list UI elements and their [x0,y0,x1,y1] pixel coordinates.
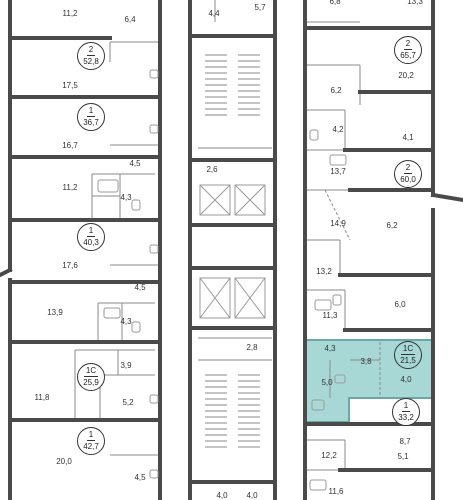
room-area-label: 14,9 [330,219,346,228]
room-area-label: 11,3 [322,311,338,320]
room-area-label: 5,2 [122,398,134,407]
room-area-label: 11,2 [62,9,78,18]
room-area-label: 2,8 [246,343,258,352]
room-area-label: 4,5 [134,283,146,292]
room-area-label: 20,2 [398,71,414,80]
apartment-area: 52,8 [83,57,99,66]
room-area-label: 5,0 [321,378,333,387]
room-area-label: 17,5 [62,81,78,90]
room-area-label: 20,0 [56,457,72,466]
room-area-label: 4,0 [400,375,412,384]
apartment-rooms: 2 [403,163,413,174]
room-area-label: 6,0 [394,300,406,309]
room-area-label: 11,6 [328,487,344,496]
room-area-label: 11,2 [62,183,78,192]
apartment-area: 65,7 [400,51,416,60]
apartment-area: 25,9 [83,378,99,387]
apartment-rooms: 1 [401,401,411,412]
interior-walls [74,0,381,471]
room-area-label: 4,0 [246,491,258,500]
apartment-rooms: 2 [403,39,413,50]
room-area-label: 4,5 [129,159,141,168]
room-area-label: 4,5 [134,473,146,482]
room-area-label: 16,7 [62,141,78,150]
room-area-label: 13,2 [316,267,332,276]
room-area-label: 11,8 [34,393,50,402]
room-area-label: 17,6 [62,261,78,270]
room-area-label: 13,3 [407,0,423,6]
apartment-rooms: 1С [400,344,416,355]
apartment-rooms: 1 [86,430,96,441]
apartment-area: 40,3 [83,238,99,247]
room-area-label: 4,0 [216,491,228,500]
room-area-label: 4,3 [324,344,336,353]
room-area-label: 4,3 [120,317,132,326]
apartment-rooms: 1 [86,106,96,117]
room-area-label: 13,7 [330,167,346,176]
room-area-label: 3,9 [120,361,132,370]
room-area-label: 4,3 [120,193,132,202]
apartment-area: 33,2 [398,413,414,422]
apartment-rooms: 2 [86,45,96,56]
room-area-label: 13,9 [47,308,63,317]
room-area-label: 5,1 [397,452,409,461]
room-area-label: 4,4 [208,9,220,18]
stairwells [205,54,260,448]
room-area-label: 6,8 [329,0,341,6]
room-area-label: 6,2 [386,221,398,230]
room-area-label: 4,2 [332,125,344,134]
plumbing-fixtures [97,69,347,491]
room-area-label: 6,4 [124,15,136,24]
room-area-label: 8,7 [399,437,411,446]
room-area-label: 2,6 [206,165,218,174]
apartment-area: 60,0 [400,175,416,184]
apartment-area: 21,5 [400,356,416,365]
room-area-label: 12,2 [321,451,337,460]
room-area-label: 6,2 [330,86,342,95]
apartment-rooms: 1 [86,226,96,237]
apartment-area: 36,7 [83,118,99,127]
room-area-label: 3,8 [360,357,372,366]
apartment-area: 42,7 [83,442,99,451]
room-area-label: 5,7 [254,3,266,12]
room-area-label: 4,1 [402,133,414,142]
apartment-rooms: 1С [83,366,99,377]
